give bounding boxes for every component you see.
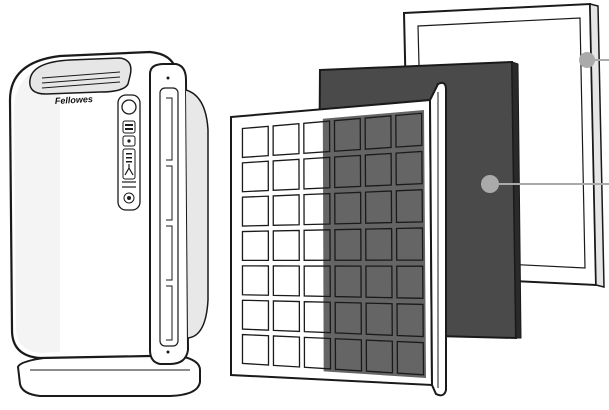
brand-logo: Fellowes bbox=[55, 94, 93, 106]
air-purifier: Fellowes bbox=[10, 52, 208, 396]
control-panel bbox=[118, 95, 140, 210]
side-panel bbox=[150, 64, 208, 364]
prefilter-grid bbox=[231, 83, 446, 395]
power-button[interactable] bbox=[122, 100, 136, 114]
carbon-show-through bbox=[323, 110, 426, 378]
filter-indicator-button[interactable] bbox=[123, 121, 135, 133]
